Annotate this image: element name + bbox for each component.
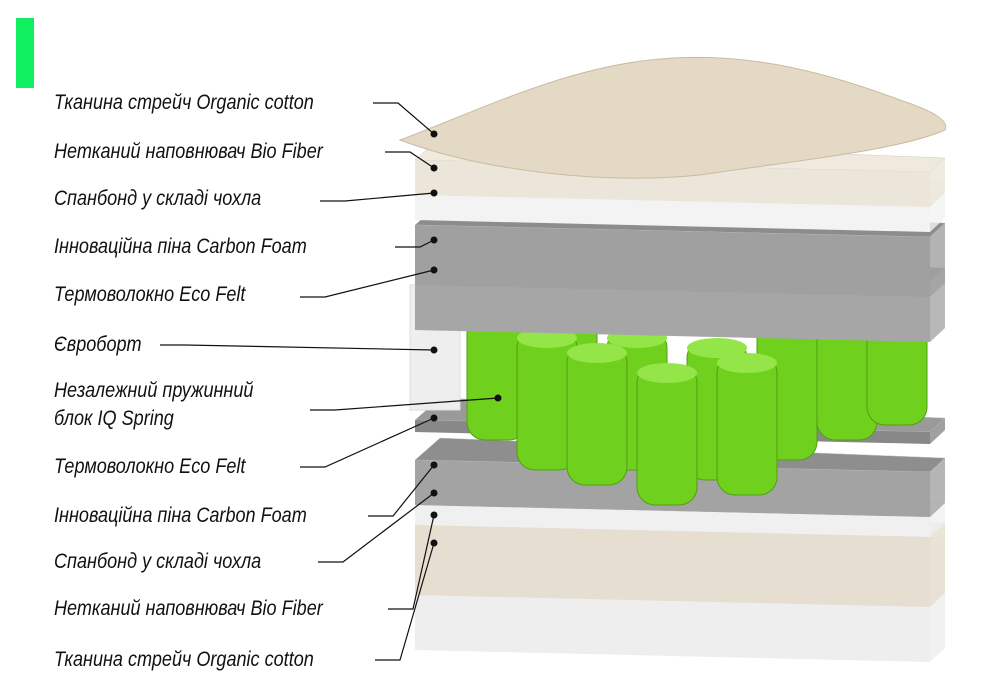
leader-dot-11 (430, 539, 438, 547)
bottom-carbon-foam-layer-side (930, 458, 945, 517)
spring-9 (636, 364, 698, 506)
spring-10 (716, 354, 778, 496)
leader-line-5 (160, 344, 435, 351)
top-cover-layer (398, 56, 947, 179)
leader-dot-5 (430, 346, 438, 354)
leader-line-3 (395, 239, 435, 248)
label-top-cover: Тканина стрейч Organic cotton (54, 91, 314, 114)
leader-line-6 (310, 397, 499, 411)
label-spring-block-line1: Незалежний пружинний (54, 379, 254, 402)
leader-line-7 (300, 417, 435, 468)
top-carbon-foam-layer-front (415, 225, 930, 297)
top-carbon-foam-layer-side (930, 223, 945, 297)
bottom-spunbond-layer-side (930, 503, 945, 537)
leader-dot-8 (430, 461, 438, 469)
leader-dot-3 (430, 236, 438, 244)
spring-8 (566, 344, 628, 486)
leader-line-4 (300, 269, 435, 298)
accent-bar (16, 18, 34, 88)
bottom-spunbond-layer-front (415, 505, 930, 537)
leader-dot-6 (494, 394, 502, 402)
leader-line-11 (375, 542, 435, 661)
spring-top-10 (717, 353, 777, 373)
label-bottom-eco-felt: Термоволокно Eco Felt (54, 455, 246, 478)
spring-top-3 (687, 338, 747, 358)
label-euroboard: Євроборт (54, 333, 142, 356)
leader-dot-10 (430, 511, 438, 519)
label-bottom-spunbond: Спанбонд у складі чохла (54, 550, 262, 573)
leader-dot-2 (430, 189, 438, 197)
bottom-bio-fiber-layer-side (930, 523, 945, 607)
label-top-spunbond: Спанбонд у складі чохла (54, 187, 262, 210)
label-spring-block-line2: блок IQ Spring (54, 407, 174, 430)
leader-dot-4 (430, 266, 438, 274)
leader-line-8 (368, 464, 435, 517)
label-top-carbon-foam: Інноваційна піна Carbon Foam (54, 235, 307, 258)
leader-line-0 (373, 102, 435, 135)
spring-top-9 (637, 363, 697, 383)
label-top-eco-felt: Термоволокно Eco Felt (54, 283, 246, 306)
label-top-bio-fiber: Нетканий наповнювач Bio Fiber (54, 140, 323, 163)
label-bottom-bio-fiber: Нетканий наповнювач Bio Fiber (54, 597, 323, 620)
label-bottom-cover: Тканина стрейч Organic cotton (54, 648, 314, 671)
bottom-eco-felt-layer-side (930, 418, 945, 444)
leader-line-2 (320, 192, 435, 202)
leader-line-9 (318, 492, 435, 563)
leader-dot-9 (430, 489, 438, 497)
leader-dot-7 (430, 414, 438, 422)
top-bio-fiber-layer-side (930, 158, 945, 207)
spring-top-8 (567, 343, 627, 363)
leader-dot-1 (430, 164, 438, 172)
label-bottom-carbon-foam: Інноваційна піна Carbon Foam (54, 504, 307, 527)
bottom-bio-fiber-layer-front (415, 525, 930, 607)
leader-dot-0 (430, 130, 438, 138)
leader-line-10 (388, 514, 435, 610)
leader-line-1 (385, 151, 435, 169)
